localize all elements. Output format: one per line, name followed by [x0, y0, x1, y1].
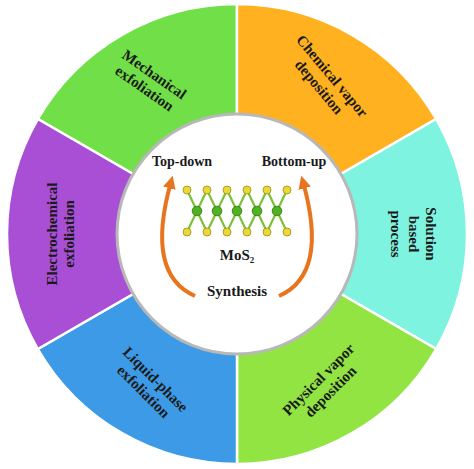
molybdenum-atom [192, 206, 202, 216]
label-holder: Solution based process [387, 204, 439, 265]
label-holder: MoS₂ [220, 247, 255, 264]
molybdenum-atom [272, 206, 282, 216]
sulfur-atom [263, 228, 271, 236]
sulfur-atom [243, 186, 251, 194]
sulfur-atom [203, 228, 211, 236]
label-holder: Synthesis [207, 283, 267, 300]
center-illustration [162, 182, 312, 296]
sulfur-atom [183, 186, 191, 194]
sulfur-atom [263, 186, 271, 194]
sulfur-atom [283, 228, 291, 236]
method-label: Solution based process [387, 204, 439, 265]
center-title: Synthesis [207, 283, 267, 300]
label-holder: Electrochemical exfoliation [44, 175, 79, 293]
sulfur-atom [243, 228, 251, 236]
sulfur-atom [183, 228, 191, 236]
sulfur-atom [283, 186, 291, 194]
sulfur-atom [223, 228, 231, 236]
center-shape [115, 112, 359, 356]
approach-label: Bottom-up [262, 154, 327, 170]
center-circle: Top-down Bottom-upMoS₂ Synthesis [115, 112, 359, 356]
label-holder: Bottom-up [262, 154, 327, 170]
sulfur-atom [223, 186, 231, 194]
sulfur-atom [203, 186, 211, 194]
method-label: Electrochemical exfoliation [44, 175, 79, 293]
material-label: MoS₂ [220, 247, 255, 264]
center-ring [117, 114, 357, 354]
molybdenum-atom [252, 206, 262, 216]
curved-arrow [162, 182, 195, 296]
mos2-structure [183, 186, 291, 236]
curved-arrow [279, 182, 312, 296]
molybdenum-atom [232, 206, 242, 216]
label-holder: Top-down [152, 154, 212, 170]
approach-label: Top-down [152, 154, 212, 170]
molybdenum-atom [212, 206, 222, 216]
